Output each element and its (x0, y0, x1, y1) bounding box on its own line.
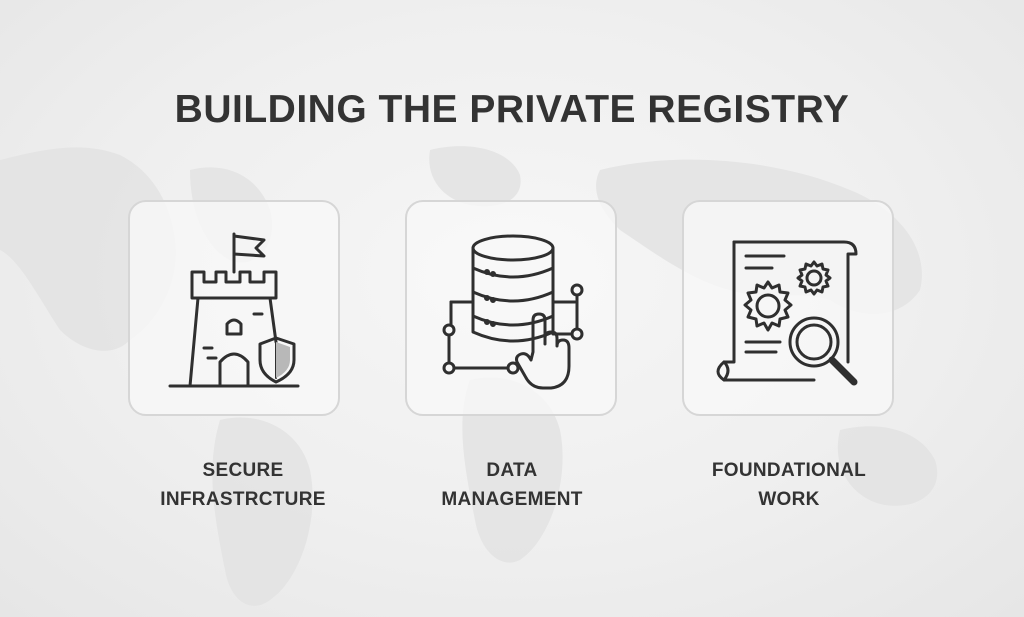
label-line: DATA (486, 460, 538, 481)
card-foundational-work (682, 200, 894, 416)
card-secure-infrastructure (128, 200, 340, 416)
label-line: WORK (758, 489, 820, 510)
label-foundational-work: FOUNDATIONAL WORK (669, 456, 909, 514)
database-network-icon (442, 234, 584, 390)
label-line: FOUNDATIONAL (711, 460, 867, 481)
castle-with-shield-icon (168, 232, 300, 388)
label-secure-infrastructure: SECURE INFRASTRCTURE (123, 456, 363, 514)
document-gears-magnifier-icon (716, 240, 858, 386)
label-line: SECURE (202, 460, 284, 481)
label-line: MANAGEMENT (441, 489, 583, 510)
page-title: BUILDING THE PRIVATE REGISTRY (174, 88, 850, 131)
label-data-management: DATA MANAGEMENT (392, 456, 632, 514)
card-data-management (405, 200, 617, 416)
label-line: INFRASTRCTURE (160, 489, 326, 510)
